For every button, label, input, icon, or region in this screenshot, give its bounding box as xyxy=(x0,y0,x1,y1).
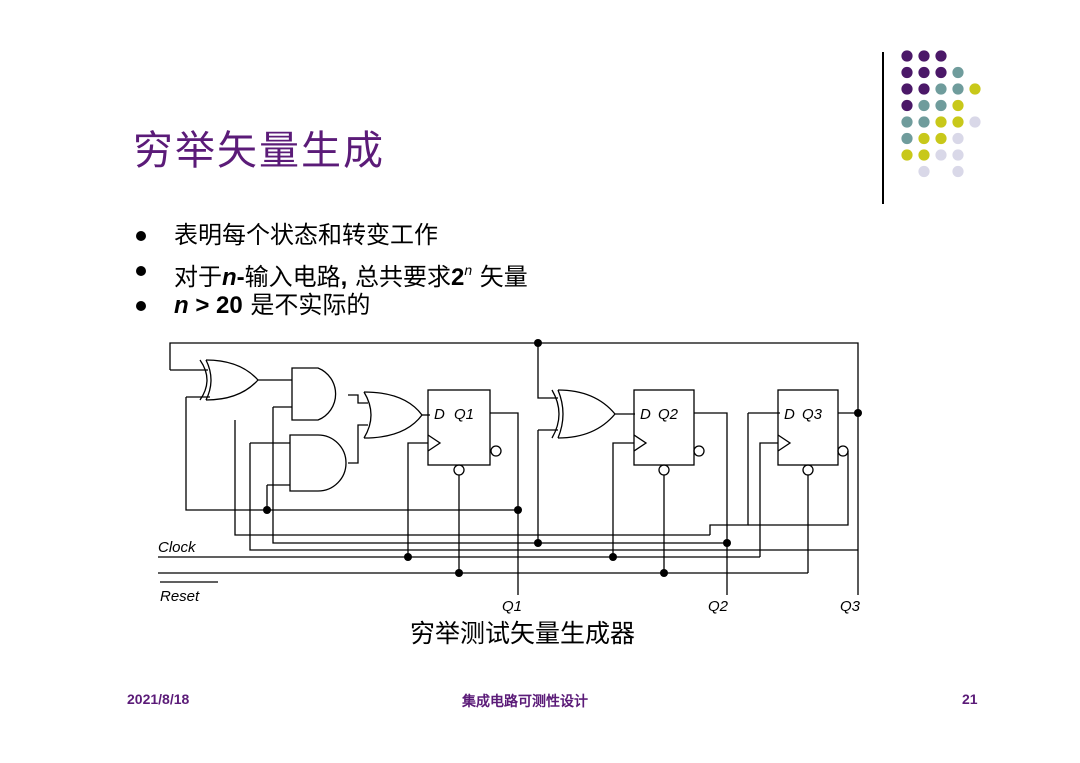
decorative-dot xyxy=(918,66,930,79)
bullet-dot-icon xyxy=(136,301,146,311)
bullet-base: 2 xyxy=(450,264,465,291)
dff2-d-label: D xyxy=(640,406,651,423)
bullet-item-1: 表明每个状态和转变工作 xyxy=(128,218,528,253)
bullet-text-mid2: 总共要求 xyxy=(347,263,451,291)
bullet-exponent: n xyxy=(464,262,473,278)
and-gate-2 xyxy=(289,434,347,492)
wire-xor2-in1 xyxy=(537,343,558,399)
and-gate-1 xyxy=(291,367,337,421)
decorative-dot xyxy=(901,149,913,161)
decorative-dot xyxy=(935,116,947,128)
decorative-dot xyxy=(901,116,913,128)
wire-and2-in1 xyxy=(249,442,858,551)
junction-dots xyxy=(263,339,862,577)
bullet-dash: - xyxy=(236,264,245,291)
xor-gate-2 xyxy=(551,389,616,439)
bullet-text-pre: 对于 xyxy=(174,263,222,291)
decorative-dot xyxy=(952,149,964,161)
bullet-text-mid: 输入电路 xyxy=(244,263,341,291)
bullet-list: 表明每个状态和转变工作 对于n-输入电路, 总共要求2n 矢量 n > 20 是… xyxy=(128,218,528,323)
decorative-dot xyxy=(901,66,913,79)
dff-2 xyxy=(633,389,705,476)
footer-date: 2021/8/18 xyxy=(127,691,190,707)
decorative-dot xyxy=(952,165,964,178)
wire-and2-out xyxy=(348,424,368,464)
wire-q2-out xyxy=(694,412,728,595)
decorative-dot xyxy=(935,149,947,161)
wire-dff3-clock xyxy=(759,442,778,557)
dff-3 xyxy=(777,389,849,476)
output-q1-label: Q1 xyxy=(502,598,522,615)
decorative-dot xyxy=(935,66,947,79)
dff2-q-label: Q2 xyxy=(658,406,679,423)
dff1-d-label: D xyxy=(434,406,445,423)
feedback-wire-top xyxy=(169,342,859,413)
bullet-gt-20: > 20 xyxy=(188,292,243,319)
bullet-dot-icon xyxy=(136,231,146,241)
decorative-dot xyxy=(935,83,947,95)
bullet-text-post: 是不实际的 xyxy=(242,291,371,319)
slide-title: 穷举矢量生成 xyxy=(133,128,385,174)
wire-dff2-clock xyxy=(612,442,634,557)
wire-q1-out xyxy=(490,412,519,595)
title-divider-line xyxy=(882,52,884,204)
wire-q1-return xyxy=(234,420,710,536)
decorative-dot xyxy=(918,83,930,95)
bullet-item-3: n > 20 是不实际的 xyxy=(128,288,528,323)
exhaustive-vector-generator-circuit: D Q1 D Q2 D Q3 Clock Reset Q1 Q2 Q3 xyxy=(158,339,862,615)
bullet-var-n: n xyxy=(174,292,189,319)
output-q2-label: Q2 xyxy=(708,598,729,615)
wire-q3bar xyxy=(748,451,849,526)
decorative-dot xyxy=(918,132,930,145)
reset-label: Reset xyxy=(160,588,200,605)
decorative-dot xyxy=(918,50,930,62)
decorative-dot xyxy=(918,165,930,178)
bullet-dot-icon xyxy=(136,266,146,276)
clock-label: Clock xyxy=(158,539,197,556)
xor-gate-1 xyxy=(199,359,259,401)
decorative-dot xyxy=(901,50,913,62)
dff1-q-label: Q1 xyxy=(454,406,474,423)
footer-course-title: 集成电路可测性设计 xyxy=(462,693,588,709)
decorative-dot xyxy=(918,99,930,112)
output-q3-label: Q3 xyxy=(840,598,861,615)
decorative-dot-grid xyxy=(901,50,981,178)
decorative-dot xyxy=(901,132,913,145)
wire-xor2-in2 xyxy=(537,429,558,543)
decorative-dot xyxy=(952,116,964,128)
decorative-dot xyxy=(901,83,913,95)
circuit-caption: 穷举测试矢量生成器 xyxy=(410,619,636,648)
wire-and2-in2 xyxy=(266,484,290,510)
bullet-var-n: n xyxy=(222,264,237,291)
decorative-dot xyxy=(952,83,964,95)
wire-loop-left xyxy=(185,397,520,511)
dff-1 xyxy=(427,389,502,476)
or-gate xyxy=(363,391,423,439)
decorative-dot xyxy=(952,132,964,145)
decorative-dot xyxy=(901,99,913,112)
wire-and1-in2 xyxy=(272,406,727,544)
bullet-item-2: 对于n-输入电路, 总共要求2n 矢量 xyxy=(128,253,528,291)
dff3-d-label: D xyxy=(784,406,795,423)
decorative-dot xyxy=(969,83,981,95)
decorative-dot xyxy=(918,149,930,161)
bullet-comma: , xyxy=(340,264,348,291)
bullet-text: 表明每个状态和转变工作 xyxy=(174,221,438,249)
wire-dff3-d xyxy=(709,413,749,535)
decorative-dot xyxy=(952,66,964,79)
decorative-dot xyxy=(935,132,947,145)
decorative-dot xyxy=(969,116,981,128)
wire-dff1-clock xyxy=(407,442,428,557)
decorative-dot xyxy=(935,50,947,62)
footer-page-number: 21 xyxy=(962,691,978,707)
bullet-text-post: 矢量 xyxy=(472,263,528,291)
dff3-q-label: Q3 xyxy=(802,406,823,423)
wire-and1-out xyxy=(348,394,368,404)
decorative-dot xyxy=(918,116,930,128)
decorative-dot xyxy=(952,99,964,112)
decorative-dot xyxy=(935,99,947,112)
